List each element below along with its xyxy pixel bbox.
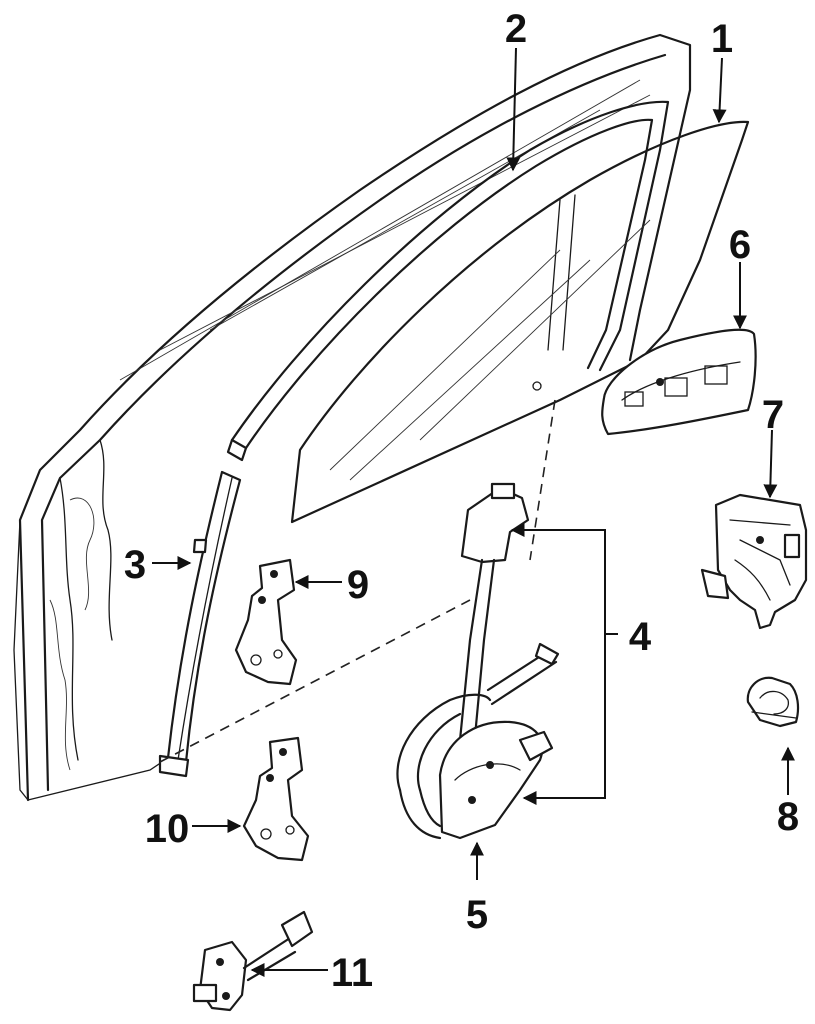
- leader-1: [712, 57, 727, 124]
- leader-lines: [152, 47, 795, 977]
- glass-run-channel: [226, 100, 670, 462]
- regulator-motor: [438, 720, 554, 840]
- door-check: [192, 910, 314, 1012]
- outside-handle: [601, 328, 757, 436]
- guide-lines: [159, 399, 556, 763]
- leader-7: [763, 429, 778, 499]
- upper-hinge: [234, 558, 298, 686]
- callout-3: 3: [124, 543, 146, 587]
- leader-4a: [520, 529, 606, 634]
- callout-7: 7: [762, 393, 784, 437]
- callout-5: 5: [466, 893, 488, 937]
- callout-8: 8: [777, 795, 799, 839]
- callout-11: 11: [331, 951, 373, 995]
- door-lock-actuator: [700, 493, 808, 630]
- callout-1: 1: [711, 17, 733, 61]
- callout-labels: 1 2 3 4 5 6 7 8 9 10 11: [124, 7, 799, 995]
- callout-2: 2: [505, 7, 527, 51]
- door-striker: [746, 676, 800, 728]
- leader-4c: [532, 634, 606, 799]
- front-run-channel: [158, 470, 242, 778]
- callout-10: 10: [145, 807, 190, 851]
- door-glass: [290, 120, 750, 524]
- callout-4: 4: [629, 615, 652, 659]
- callout-6: 6: [729, 223, 751, 267]
- lower-hinge: [242, 736, 310, 862]
- door-shell: [13, 33, 692, 802]
- leader-2: [506, 47, 521, 172]
- callout-9: 9: [347, 563, 369, 607]
